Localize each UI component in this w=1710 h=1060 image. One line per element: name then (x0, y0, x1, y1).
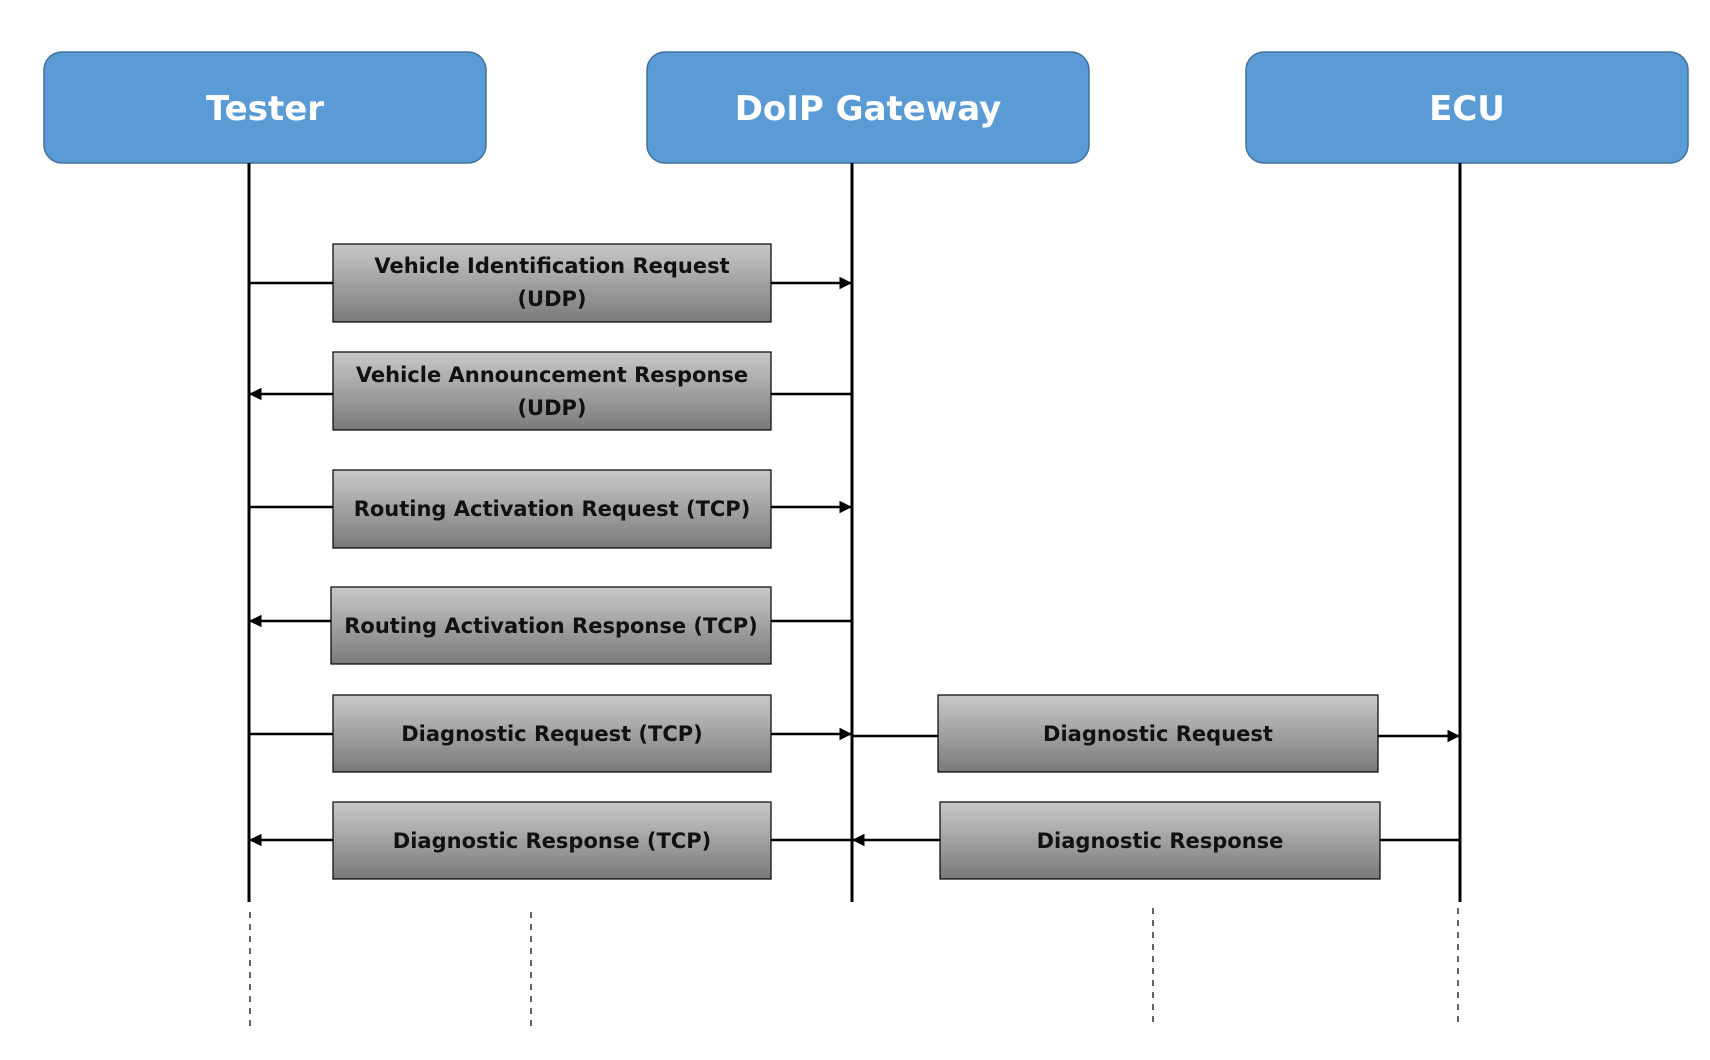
actor-ecu-box (1245, 51, 1689, 164)
actor-tester-box (43, 51, 487, 164)
actor-tester-label: Tester (206, 89, 324, 129)
actor-gateway-label: DoIP Gateway (735, 89, 1002, 129)
message-label: Diagnostic Request (1043, 722, 1273, 746)
message-diagnostic-response: Diagnostic Response (852, 801, 1460, 880)
message-label: Vehicle Identification Request (374, 254, 729, 278)
message-box (332, 469, 772, 549)
message-diagnostic-request: Diagnostic Request (852, 694, 1460, 773)
message-label-protocol: (UDP) (517, 396, 586, 420)
message-label: Diagnostic Response (TCP) (393, 829, 711, 853)
actor-ecu: ECU (1245, 51, 1689, 164)
message-box (937, 694, 1379, 773)
message-box (939, 801, 1381, 880)
message-box (332, 351, 772, 431)
message-routing-activation-response: Routing Activation Response (TCP) (249, 586, 852, 665)
message-label-protocol: (UDP) (517, 287, 586, 311)
actor-gateway-box (646, 51, 1090, 164)
message-vehicle-announcement-response: Vehicle Announcement Response (UDP) (249, 351, 852, 431)
message-label: Routing Activation Response (TCP) (344, 614, 758, 638)
actor-doip-gateway: DoIP Gateway (646, 51, 1090, 164)
message-label: Vehicle Announcement Response (356, 363, 748, 387)
message-box (330, 586, 772, 665)
message-label: Diagnostic Request (TCP) (401, 722, 703, 746)
message-label: Diagnostic Response (1037, 829, 1284, 853)
actor-tester: Tester (43, 51, 487, 164)
message-box (332, 243, 772, 323)
message-box (332, 801, 772, 880)
message-diagnostic-response-tcp: Diagnostic Response (TCP) (249, 801, 852, 880)
message-label: Routing Activation Request (TCP) (354, 497, 751, 521)
message-vehicle-identification-request: Vehicle Identification Request (UDP) (249, 243, 852, 323)
actor-ecu-label: ECU (1429, 89, 1505, 129)
message-box (332, 694, 772, 773)
message-routing-activation-request: Routing Activation Request (TCP) (249, 469, 852, 549)
message-diagnostic-request-tcp: Diagnostic Request (TCP) (249, 694, 852, 773)
